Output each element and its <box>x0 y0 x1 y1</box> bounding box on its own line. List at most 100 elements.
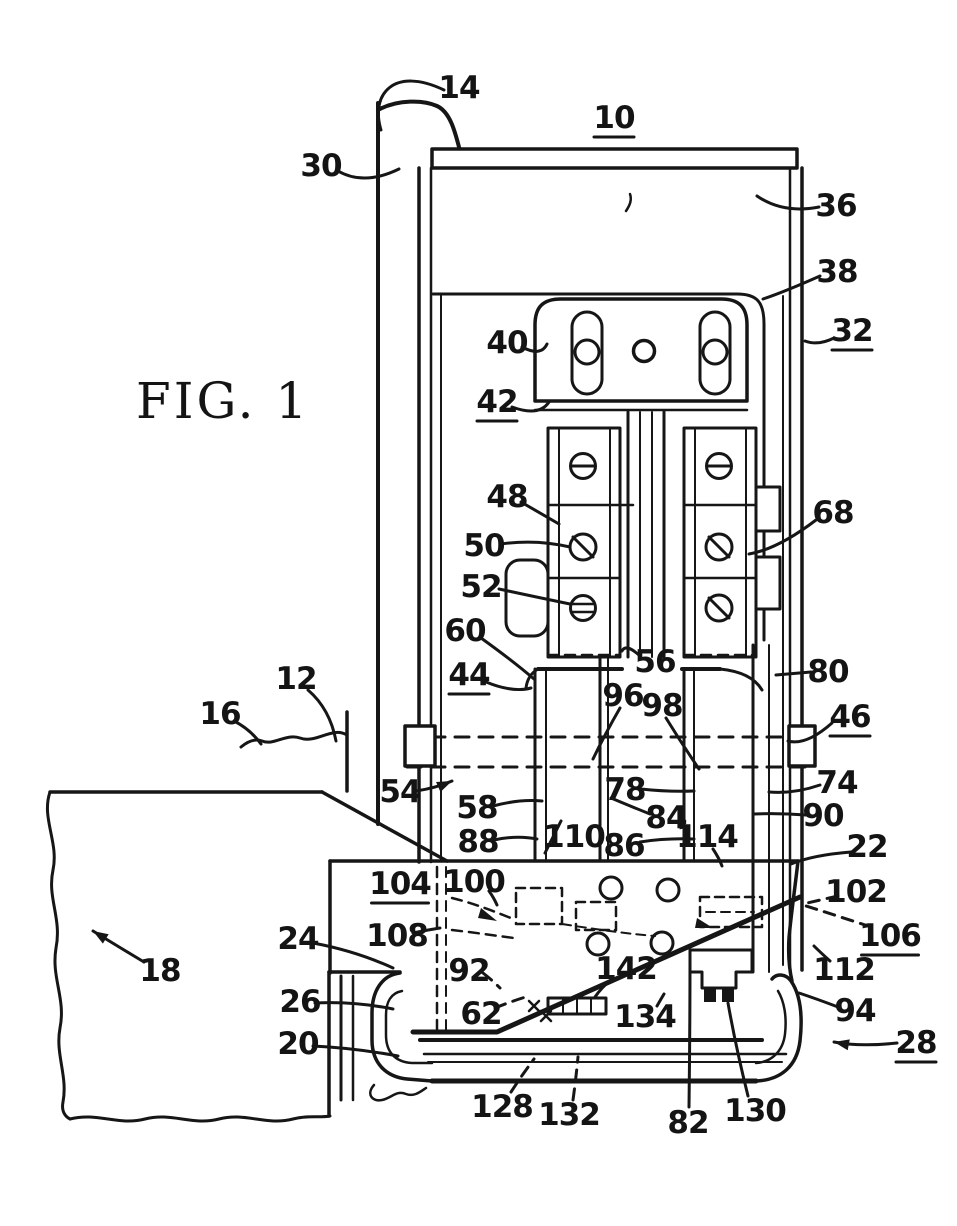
ref-label-42: 42 <box>476 384 517 420</box>
ref-label-46: 46 <box>829 699 870 735</box>
ref-label-80: 80 <box>807 654 849 690</box>
leader-86 <box>638 837 696 844</box>
block-hole-c <box>585 931 611 957</box>
leader-100 <box>487 889 499 907</box>
leader-30 <box>336 167 401 180</box>
ref-label-114: 114 <box>676 819 738 855</box>
channel-hook-outer <box>370 971 434 1083</box>
leader-26 <box>313 1001 395 1011</box>
ref-label-18: 18 <box>139 953 180 989</box>
ref-label-62: 62 <box>460 996 501 1032</box>
ref-label-90: 90 <box>802 798 844 834</box>
leader-arrow-18 <box>93 931 109 944</box>
leader-48 <box>519 500 561 526</box>
leader-52 <box>497 587 572 606</box>
ref-label-24: 24 <box>277 921 319 957</box>
terminal-right-body <box>682 426 758 659</box>
leader-50 <box>499 540 572 549</box>
artwork-layer <box>45 99 817 1123</box>
ref-label-10: 10 <box>593 100 635 136</box>
leader-62 <box>493 994 531 1010</box>
ref-label-82: 82 <box>667 1105 708 1141</box>
leader-92 <box>481 971 502 990</box>
leader-108 <box>411 926 442 935</box>
leader-46 <box>786 721 834 744</box>
ref-label-54: 54 <box>379 774 421 810</box>
leader-24 <box>311 941 395 970</box>
bracket-slot-left-screw <box>573 338 601 366</box>
terminal-left-screw-mid-slash <box>571 535 595 559</box>
ref-label-50: 50 <box>463 528 505 564</box>
ref-label-110: 110 <box>543 819 605 855</box>
panel-torn-bottom-wave <box>68 1114 332 1123</box>
leader-60 <box>479 636 536 681</box>
block-right-edge <box>786 859 800 983</box>
ref-label-20: 20 <box>277 1026 319 1062</box>
ref-label-142: 142 <box>595 951 657 987</box>
ref-label-88: 88 <box>457 824 498 860</box>
leader-112 <box>812 944 832 963</box>
leader-102 <box>801 894 840 906</box>
ref-label-92: 92 <box>448 953 489 989</box>
leader-94 <box>797 991 840 1009</box>
inner-frame <box>431 292 766 642</box>
leader-12 <box>306 688 338 743</box>
leader-82 <box>687 955 692 1109</box>
ref-label-12: 12 <box>275 661 316 697</box>
bracket-slot-left <box>570 310 604 396</box>
mount-ear-right <box>787 724 817 768</box>
ref-label-40: 40 <box>486 325 528 361</box>
ref-label-112: 112 <box>813 952 875 988</box>
leader-96 <box>591 706 622 761</box>
panel-torn-left-wave <box>45 790 72 1121</box>
mount-ear-left <box>403 724 437 768</box>
ref-label-28: 28 <box>895 1025 936 1061</box>
block-hole-a <box>598 875 624 901</box>
ref-label-130: 130 <box>724 1093 786 1129</box>
leader-110 <box>543 819 563 855</box>
ref-label-68: 68 <box>812 495 853 531</box>
block-hole-b <box>655 877 681 903</box>
ref-label-36: 36 <box>815 188 856 224</box>
terminal-right-screw-mid-slash <box>707 535 731 559</box>
leader-56 <box>620 646 642 658</box>
leader-40 <box>520 342 549 353</box>
ref-label-16: 16 <box>199 696 240 732</box>
ref-label-108: 108 <box>366 918 428 954</box>
terminal-right-screw-low-slash <box>707 596 731 620</box>
leader-42 <box>510 400 551 413</box>
leader-58 <box>491 799 544 808</box>
ref-label-86: 86 <box>603 828 644 864</box>
leader-78 <box>639 787 696 793</box>
leader-arrow-54 <box>436 781 452 793</box>
leader-88 <box>492 835 539 842</box>
leader-134 <box>655 992 666 1008</box>
hidden-part-b <box>574 900 618 932</box>
hidden-link-a <box>450 896 518 922</box>
channel-torn-under <box>369 1083 428 1102</box>
ref-label-44: 44 <box>448 657 490 693</box>
ref-label-56: 56 <box>634 644 675 680</box>
pointer-arrowhead-a <box>478 908 497 921</box>
hidden-link-b <box>450 928 516 940</box>
ref-label-48: 48 <box>486 479 527 515</box>
leader-74 <box>767 783 822 794</box>
leader-22 <box>789 850 853 866</box>
ref-label-52: 52 <box>460 569 501 605</box>
terminal-right-base-curl <box>718 667 764 692</box>
housing-top-bar <box>430 147 799 170</box>
panel-bevel-edge <box>320 790 449 863</box>
panel-torn-top-wave <box>239 731 349 749</box>
bracket-center-hole <box>631 338 657 364</box>
leader-114 <box>711 847 724 868</box>
ref-label-132: 132 <box>538 1097 600 1133</box>
ref-label-128: 128 <box>471 1089 533 1125</box>
mounting-post-cap <box>376 99 462 153</box>
ref-label-14: 14 <box>438 70 480 106</box>
leader-130 <box>726 1001 750 1098</box>
leader-84 <box>609 796 652 816</box>
leader-20 <box>311 1044 400 1058</box>
terminal-right-notch-b <box>754 555 782 611</box>
